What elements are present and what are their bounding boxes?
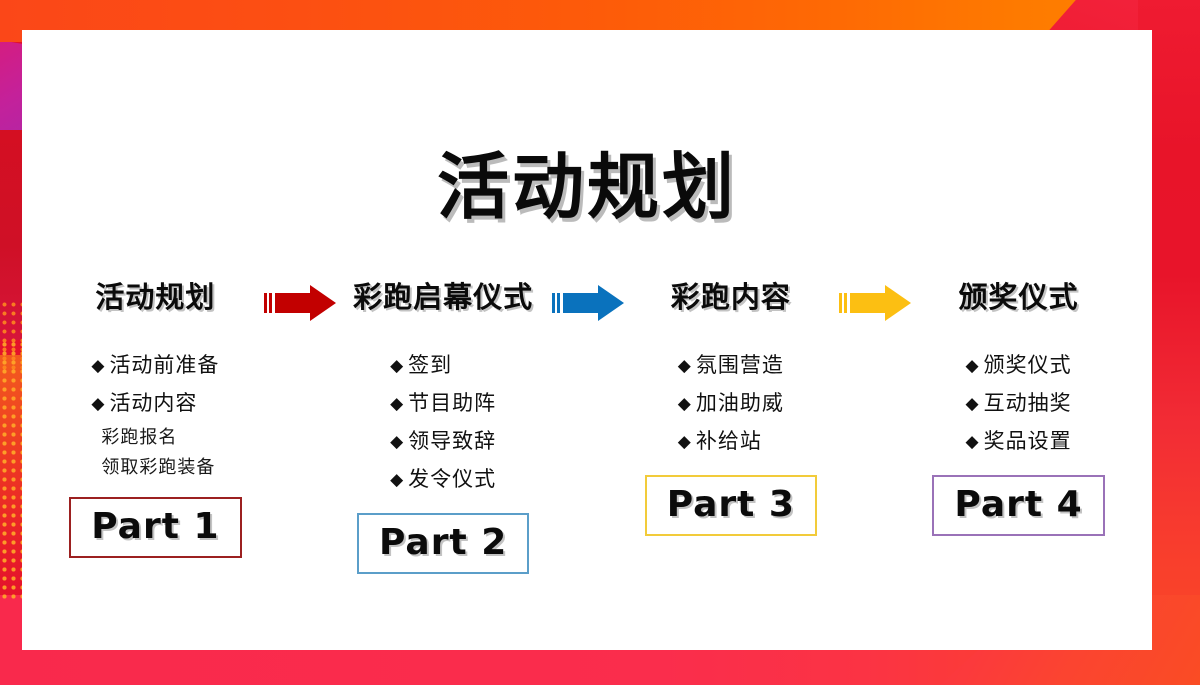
bullet-label: 加油助威 xyxy=(695,391,784,415)
diamond-bullet-icon: ◆ xyxy=(91,394,106,414)
arrow-right-yellow-icon xyxy=(839,283,913,323)
diamond-bullet-icon: ◆ xyxy=(390,470,405,490)
bullet-label: 发令仪式 xyxy=(408,467,497,491)
arrow-cell-2 xyxy=(551,275,624,355)
bullet-label: 奖品设置 xyxy=(983,429,1072,453)
bullet-label: 氛围营造 xyxy=(695,353,784,377)
diamond-bullet-icon: ◆ xyxy=(390,432,405,452)
bullet-list-4: ◆颁奖仪式◆互动抽奖◆奖品设置 xyxy=(966,347,1072,461)
part-label: Part 2 xyxy=(378,522,508,563)
part-label: Part 1 xyxy=(91,506,220,547)
bullet-label: 领导致辞 xyxy=(408,429,497,453)
diamond-bullet-icon: ◆ xyxy=(677,394,692,414)
bullet-item: ◆加油助威 xyxy=(678,385,784,423)
bullet-item: ◆颁奖仪式 xyxy=(966,347,1072,385)
diamond-bullet-icon: ◆ xyxy=(965,394,980,414)
bullet-item: ◆互动抽奖 xyxy=(966,385,1072,423)
bullet-item: ◆补给站 xyxy=(678,423,762,461)
part-box-1[interactable]: Part 1 xyxy=(69,497,242,558)
diamond-bullet-icon: ◆ xyxy=(965,432,980,452)
diamond-bullet-icon: ◆ xyxy=(965,356,980,376)
bullet-label: 补给站 xyxy=(695,429,762,453)
diamond-bullet-icon: ◆ xyxy=(390,356,405,376)
bullet-item: ◆发令仪式 xyxy=(390,461,496,499)
part-label: Part 4 xyxy=(954,484,1083,525)
arrow-cell-1 xyxy=(263,275,336,355)
column-header-4: 颁奖仪式 xyxy=(958,280,1079,314)
bullet-item: ◆活动内容 xyxy=(91,385,197,423)
diamond-bullet-icon: ◆ xyxy=(677,432,692,452)
column-header-1: 活动规划 xyxy=(95,280,216,314)
bullet-list-1: ◆活动前准备◆活动内容彩跑报名领取彩跑装备 xyxy=(91,347,219,483)
sub-item: 彩跑报名 xyxy=(101,427,178,448)
page-title: 活动规划 xyxy=(436,145,737,229)
part-box-3[interactable]: Part 3 xyxy=(644,475,817,536)
bullet-item: ◆氛围营造 xyxy=(678,347,784,385)
bullet-label: 活动内容 xyxy=(109,391,198,415)
diamond-bullet-icon: ◆ xyxy=(91,356,106,376)
bullet-item: ◆签到 xyxy=(390,347,452,385)
bullet-item: ◆活动前准备 xyxy=(91,347,219,385)
bullet-item: ◆节目助阵 xyxy=(390,385,496,423)
arrow-right-blue-icon xyxy=(551,283,626,323)
bullet-list-2: ◆签到◆节目助阵◆领导致辞◆发令仪式 xyxy=(390,347,496,499)
diamond-bullet-icon: ◆ xyxy=(390,394,405,414)
diamond-bullet-icon: ◆ xyxy=(677,356,692,376)
bullet-label: 签到 xyxy=(408,353,453,377)
column-header-3: 彩跑内容 xyxy=(670,280,791,314)
bullet-list-3: ◆氛围营造◆加油助威◆补给站 xyxy=(678,347,784,461)
bullet-label: 活动前准备 xyxy=(109,353,220,377)
bullet-item: ◆领导致辞 xyxy=(390,423,496,461)
bullet-label: 颁奖仪式 xyxy=(983,353,1072,377)
column-header-2: 彩跑启幕仪式 xyxy=(353,280,534,314)
part-box-2[interactable]: Part 2 xyxy=(356,513,530,574)
bullet-item: ◆奖品设置 xyxy=(966,423,1072,461)
arrow-right-red-icon xyxy=(263,283,338,323)
arrow-cell-3 xyxy=(839,275,912,355)
part-box-4[interactable]: Part 4 xyxy=(932,475,1105,536)
bullet-label: 节目助阵 xyxy=(408,391,497,415)
sub-item: 领取彩跑装备 xyxy=(101,457,216,478)
part-label: Part 3 xyxy=(666,484,795,525)
bullet-label: 互动抽奖 xyxy=(983,391,1072,415)
